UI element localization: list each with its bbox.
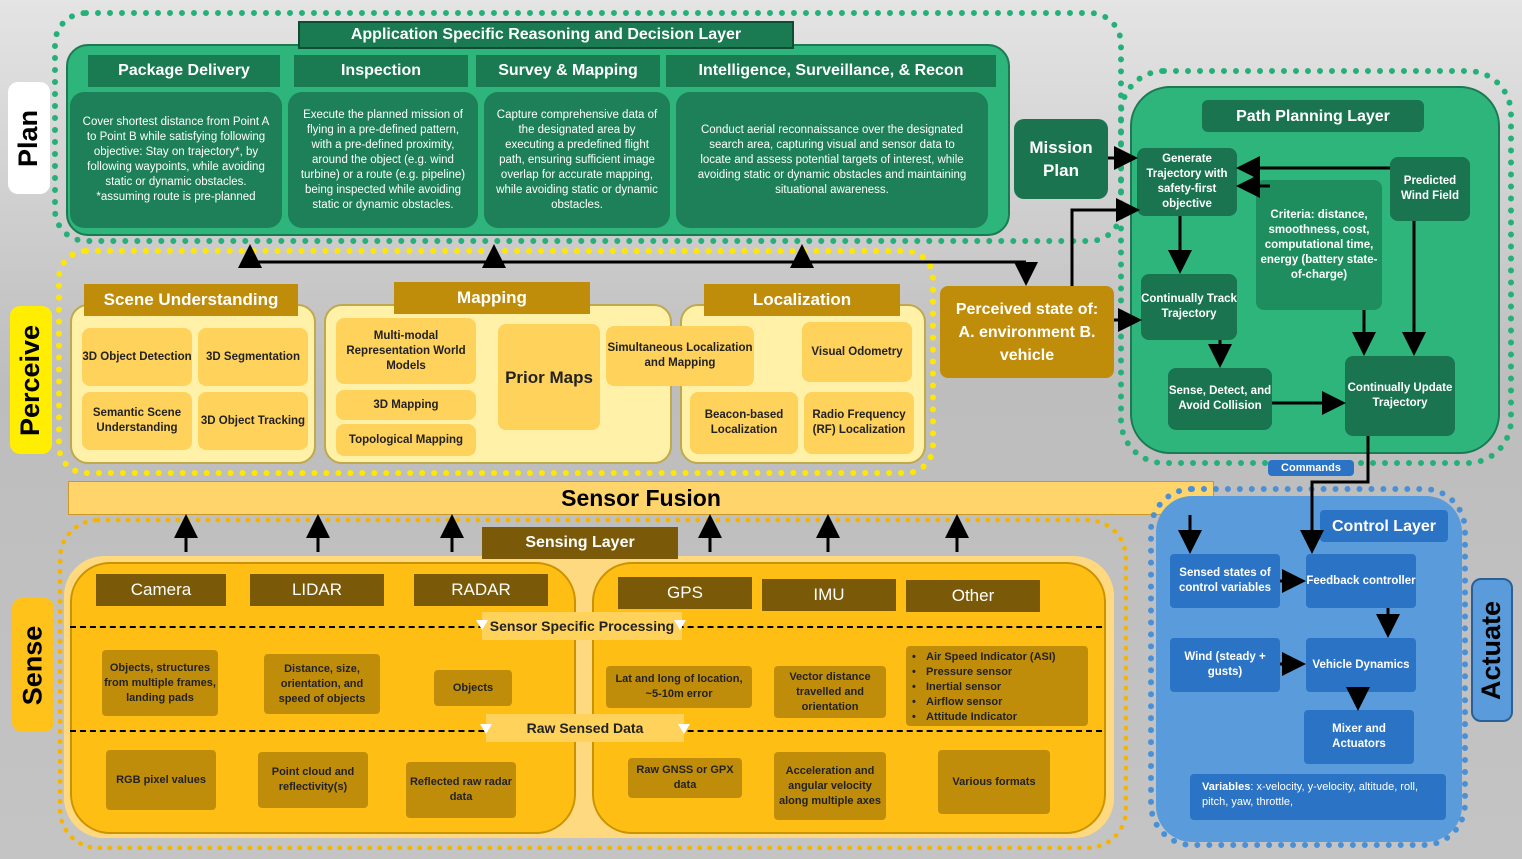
- other-list-item: •Air Speed Indicator (ASI): [912, 651, 1056, 663]
- scene-understanding-header: Scene Understanding: [84, 284, 298, 316]
- other-sensor: Other: [906, 580, 1040, 612]
- other-list-item: •Airflow sensor: [912, 696, 1003, 708]
- isr-description: Conduct aerial reconnaissance over the d…: [676, 92, 988, 228]
- other-raw: Various formats: [938, 750, 1050, 814]
- multi-modal-world-models: Multi-modal Representation World Models: [336, 318, 476, 384]
- imu-sensor: IMU: [762, 579, 896, 611]
- update-to-feedback-arrow: [1300, 436, 1370, 554]
- control-layer-title: Control Layer: [1320, 510, 1448, 542]
- lidar-processed: Distance, size, orientation, and speed o…: [264, 654, 380, 714]
- inspection-description: Execute the planned mission of flying in…: [288, 92, 478, 228]
- vehicle-dynamics-node: Vehicle Dynamics: [1306, 638, 1416, 692]
- mixer-actuators-node: Mixer and Actuators: [1304, 710, 1414, 764]
- raw-right-marker: [678, 724, 690, 734]
- plan-layer-title: Application Specific Reasoning and Decis…: [298, 21, 794, 49]
- ssp-right-marker: [674, 620, 686, 630]
- mission-plan-box: Mission Plan: [1014, 119, 1108, 199]
- 3d-object-detection: 3D Object Detection: [82, 328, 192, 386]
- beacon-based-localization: Beacon-based Localization: [690, 392, 798, 454]
- topological-mapping: Topological Mapping: [336, 424, 476, 456]
- imu-processed: Vector distance travelled and orientatio…: [774, 666, 886, 718]
- track-trajectory-node: Continually Track Trajectory: [1141, 274, 1237, 340]
- perceived-to-generate-arrow: [1070, 198, 1140, 286]
- sensor-fusion-bar: Sensor Fusion: [68, 481, 1214, 515]
- camera-raw: RGB pixel values: [106, 750, 216, 810]
- other-list-item: •Inertial sensor: [912, 681, 1002, 693]
- 3d-object-tracking: 3D Object Tracking: [198, 392, 308, 450]
- slam: Simultaneous Localization and Mapping: [606, 326, 754, 386]
- mapping-header: Mapping: [394, 282, 590, 314]
- gps-processed: Lat and long of location, ~5-10m error: [606, 666, 752, 708]
- ssp-left-marker: [476, 620, 488, 630]
- feedback-controller-node: Feedback controller: [1306, 554, 1416, 608]
- commands-label: Commands: [1268, 460, 1354, 476]
- raw-left-marker: [480, 724, 492, 734]
- semantic-scene-understanding: Semantic Scene Understanding: [82, 392, 192, 450]
- other-list-item: •Attitude Indicator: [912, 711, 1018, 723]
- control-variables-box: Variables: x-velocity, y-velocity, altit…: [1190, 774, 1446, 820]
- wind-node: Wind (steady + gusts): [1170, 638, 1280, 692]
- package-delivery-description: Cover shortest distance from Point A to …: [70, 92, 282, 228]
- radar-sensor: RADAR: [414, 574, 548, 606]
- radar-processed: Objects: [434, 670, 512, 706]
- camera-processed: Objects, structures from multiple frames…: [102, 650, 218, 716]
- gps-raw: Raw GNSS or GPX data: [628, 758, 742, 798]
- lidar-raw: Point cloud and reflectivity(s): [258, 752, 368, 808]
- sense-side-label: Sense: [12, 598, 54, 732]
- isr-header: Intelligence, Surveillance, & Recon: [666, 55, 996, 87]
- prior-maps: Prior Maps: [498, 324, 600, 430]
- generate-trajectory-node: Generate Trajectory with safety-first ob…: [1137, 148, 1237, 216]
- predicted-wind-field-node: Predicted Wind Field: [1390, 157, 1470, 221]
- inspection-header: Inspection: [294, 55, 468, 87]
- rf-localization: Radio Frequency (RF) Localization: [804, 392, 914, 454]
- imu-raw: Acceleration and angular velocity along …: [774, 752, 886, 820]
- survey-mapping-description: Capture comprehensive data of the design…: [484, 92, 670, 228]
- path-planning-title: Path Planning Layer: [1202, 100, 1424, 132]
- update-trajectory-node: Continually Update Trajectory: [1345, 356, 1455, 436]
- sensing-layer-title: Sensing Layer: [482, 527, 678, 559]
- localization-header: Localization: [704, 284, 900, 316]
- 3d-mapping: 3D Mapping: [336, 390, 476, 420]
- other-processed-list: •Air Speed Indicator (ASI) •Pressure sen…: [906, 646, 1088, 726]
- survey-mapping-header: Survey & Mapping: [476, 55, 660, 87]
- criteria-node: Criteria: distance, smoothness, cost, co…: [1256, 180, 1382, 310]
- other-list-item: •Pressure sensor: [912, 666, 1013, 678]
- sensor-specific-processing-bar: Sensor Specific Processing: [482, 612, 682, 640]
- sensed-states-node: Sensed states of control variables: [1170, 554, 1280, 608]
- gps-sensor: GPS: [618, 577, 752, 609]
- control-dotted-boundary: [1148, 486, 1468, 848]
- sense-detect-avoid-node: Sense, Detect, and Avoid Collision: [1168, 368, 1272, 430]
- 3d-segmentation: 3D Segmentation: [198, 328, 308, 386]
- visual-odometry: Visual Odometry: [802, 322, 912, 382]
- actuate-side-label: Actuate: [1471, 578, 1513, 722]
- perceived-state-box: Perceived state of: A. environment B. ve…: [940, 286, 1114, 378]
- camera-sensor: Camera: [96, 574, 226, 606]
- package-delivery-header: Package Delivery: [88, 55, 280, 87]
- raw-sensed-data-bar: Raw Sensed Data: [486, 714, 684, 742]
- radar-raw: Reflected raw radar data: [406, 762, 516, 818]
- lidar-sensor: LIDAR: [250, 574, 384, 606]
- sense-dotted-boundary: [58, 518, 1128, 850]
- plan-side-label: Plan: [8, 82, 50, 194]
- perceive-side-label: Perceive: [10, 306, 52, 454]
